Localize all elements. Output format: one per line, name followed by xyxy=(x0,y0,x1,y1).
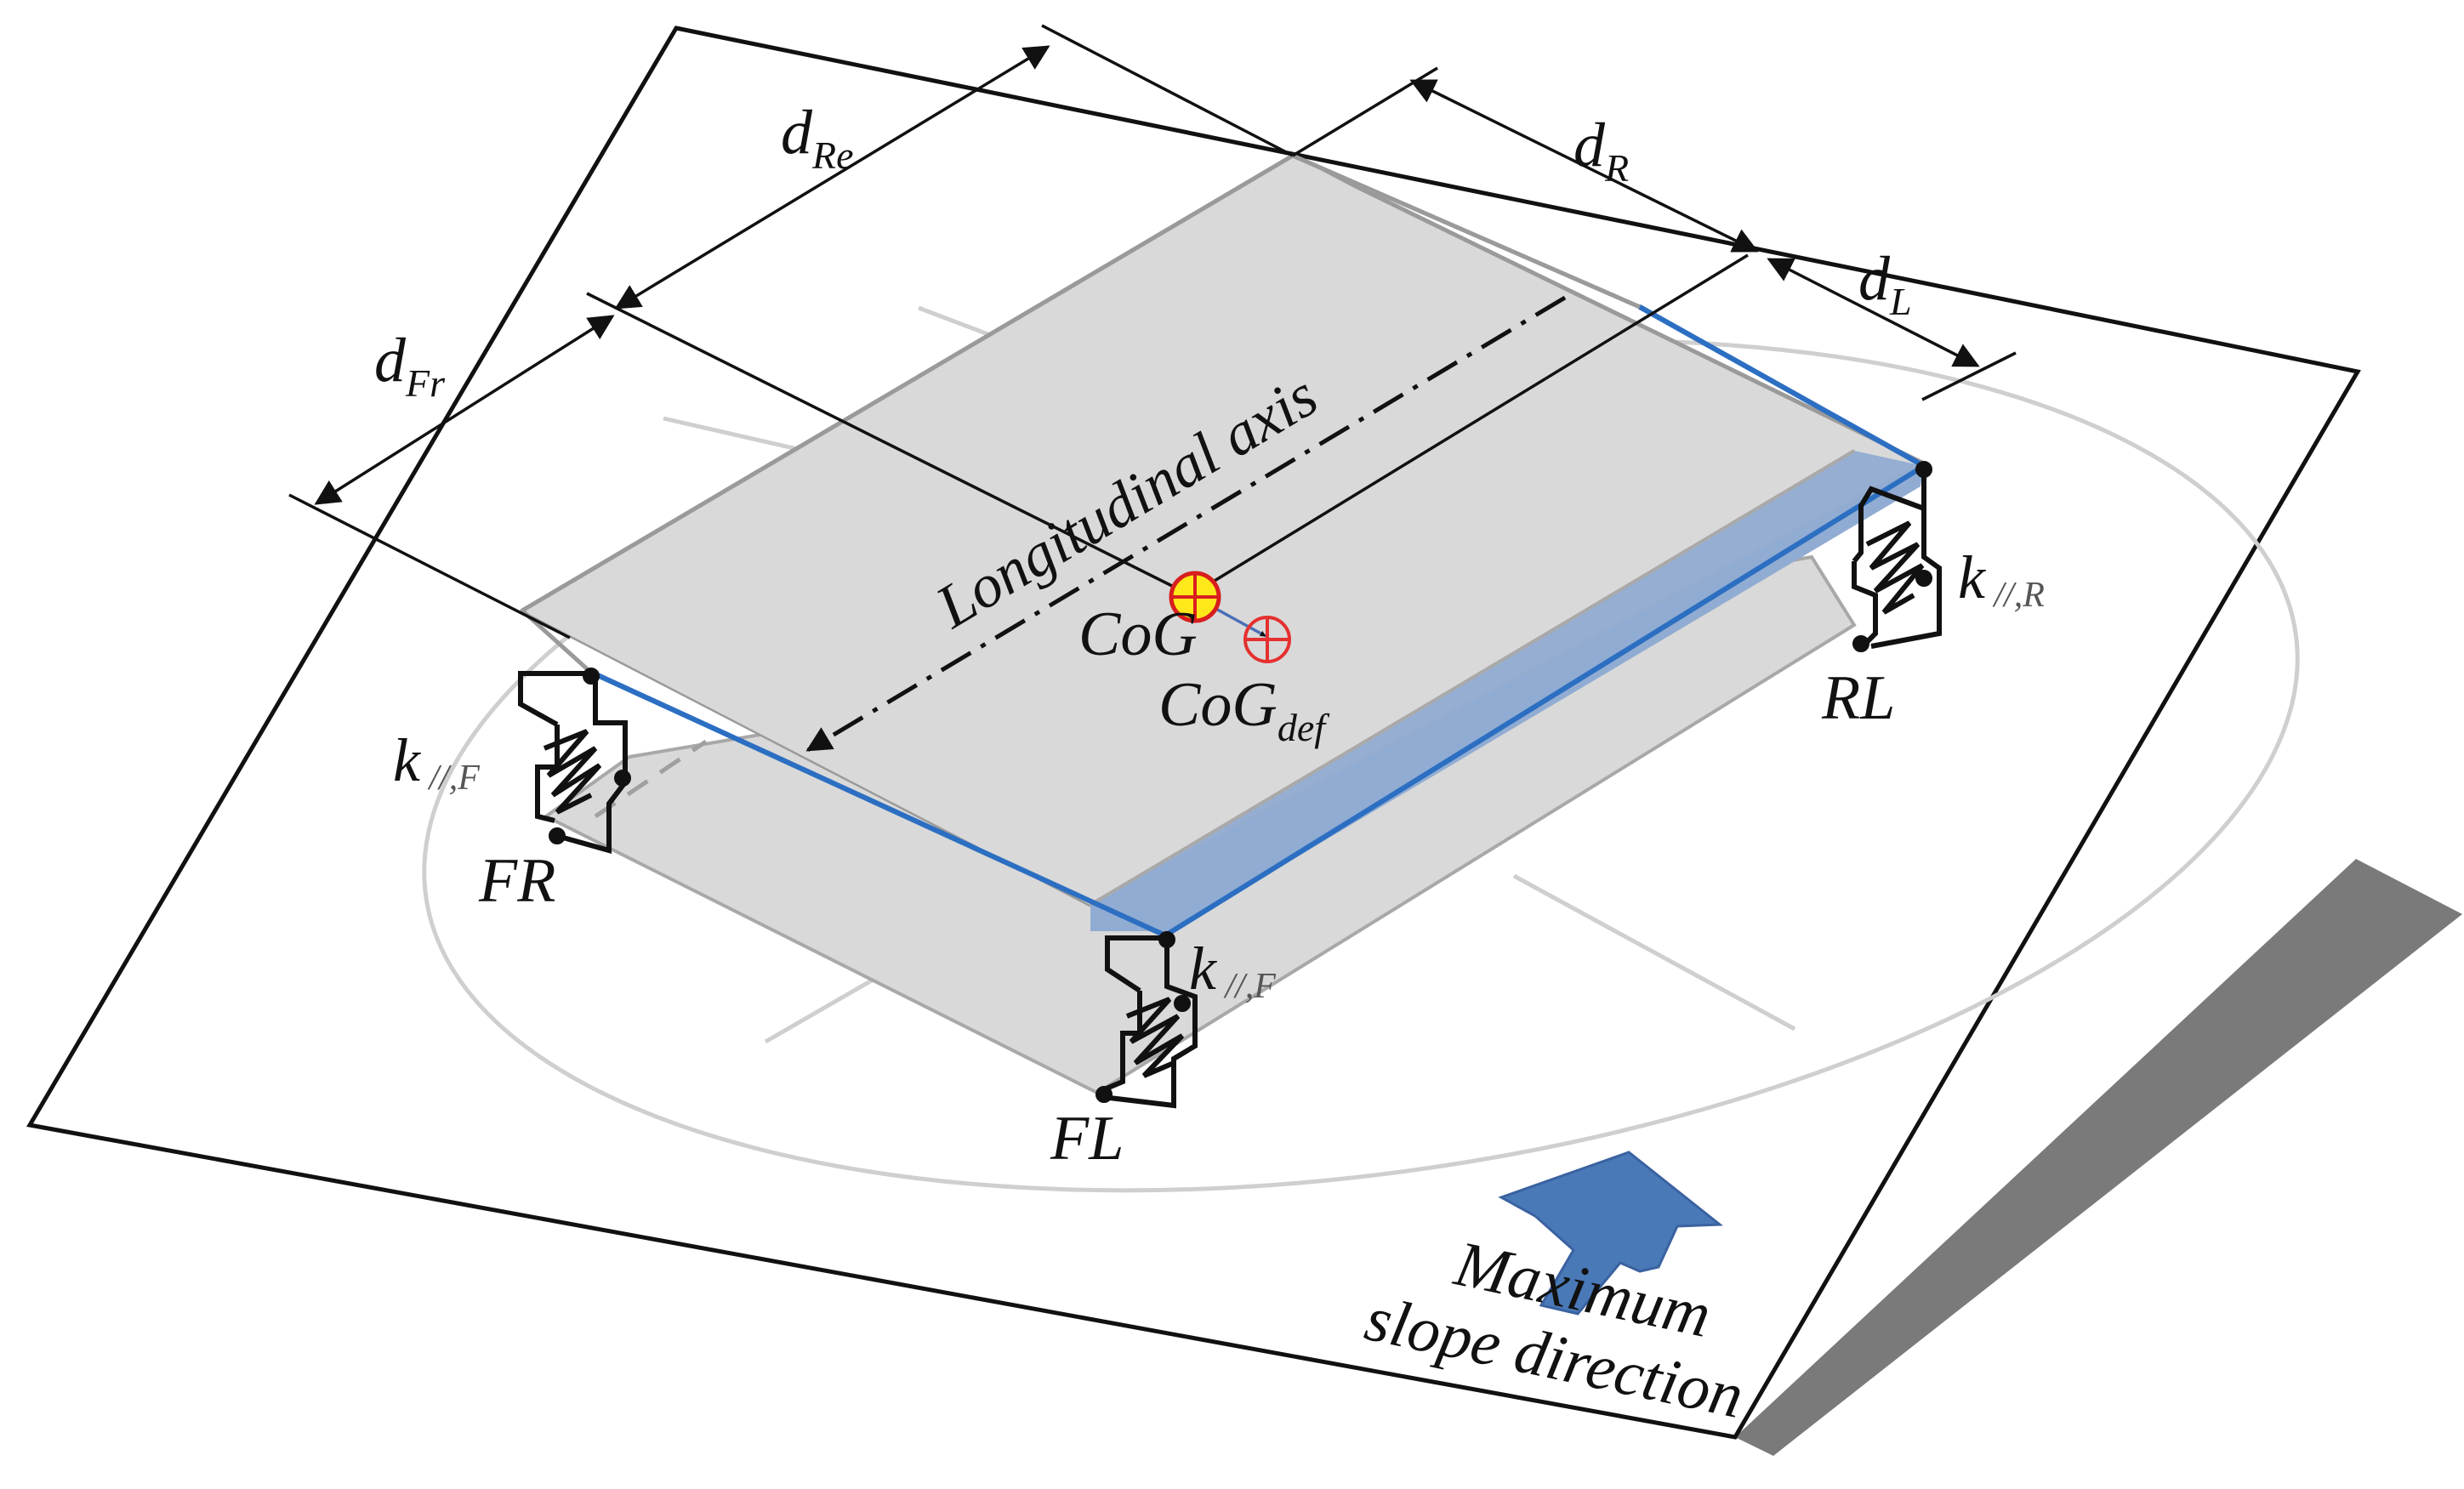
spring-front-left xyxy=(1095,931,1198,1109)
blue-strip xyxy=(1090,451,1924,935)
label-k-front-left-main: k xyxy=(1189,935,1218,1003)
slope-direction-arrow xyxy=(1498,1151,1724,1316)
label-cog: CoG xyxy=(1078,600,1198,669)
label-k-front-right-main: k xyxy=(393,726,422,794)
label-d-re-main: d xyxy=(781,98,813,168)
label-k-front-right: k //,F xyxy=(393,726,480,798)
upper-plate-blue-front-edge xyxy=(589,669,1167,938)
label-cog-def-sub: def xyxy=(1278,706,1330,749)
label-k-rear-main: k xyxy=(1958,543,1987,611)
upper-plate-inner-edge xyxy=(1089,449,1856,906)
upper-plate-blue-rear-edge xyxy=(1638,304,1926,469)
label-corner-fr: FR xyxy=(478,846,555,916)
dimension-arrows xyxy=(314,45,1980,505)
label-k-rear-sub: //,R xyxy=(1985,576,2045,615)
label-k-rear: k //,R xyxy=(1958,543,2045,615)
label-corner-fl: FL xyxy=(1050,1104,1124,1174)
upper-plate-blue-right-edge xyxy=(1164,463,1926,938)
label-d-r-main: d xyxy=(1573,111,1606,180)
label-d-l-main: d xyxy=(1858,244,1891,314)
label-d-fr-main: d xyxy=(374,326,407,395)
label-d-fr: dFr xyxy=(374,326,446,405)
plane-shadow xyxy=(1735,859,2462,1456)
longitudinal-axis-line xyxy=(805,295,1567,753)
label-d-l: dL xyxy=(1858,244,1912,323)
dim-d-r-line xyxy=(1409,79,1759,253)
cog-def-symbol xyxy=(1243,616,1291,663)
label-d-fr-sub: Fr xyxy=(405,361,446,405)
dimension-extension-lines xyxy=(288,24,2017,639)
label-k-front-left: k //,F xyxy=(1189,935,1276,1006)
label-d-l-sub: L xyxy=(1889,280,1912,323)
dim-d-l-line xyxy=(1767,258,1980,367)
upper-plate-top xyxy=(522,156,1854,905)
label-cog-def: CoGdef xyxy=(1158,670,1330,749)
dim-d-re-line xyxy=(614,45,1050,310)
label-d-re-sub: Re xyxy=(811,134,854,177)
label-d-re: dRe xyxy=(781,98,854,177)
label-corner-rl: RL xyxy=(1821,663,1895,733)
label-k-front-right-sub: //,F xyxy=(420,759,480,798)
label-k-front-left-sub: //,F xyxy=(1216,967,1276,1006)
dim-d-fr-line xyxy=(314,315,615,505)
spring-front-right xyxy=(518,668,631,854)
label-cog-def-main: CoG xyxy=(1158,670,1278,740)
cog-symbol xyxy=(1169,571,1221,623)
spring-rear-left xyxy=(1852,461,1942,652)
label-d-r: dR xyxy=(1573,111,1629,190)
label-d-r-sub: R xyxy=(1604,146,1629,190)
lower-plate-hidden-edge xyxy=(594,739,708,819)
